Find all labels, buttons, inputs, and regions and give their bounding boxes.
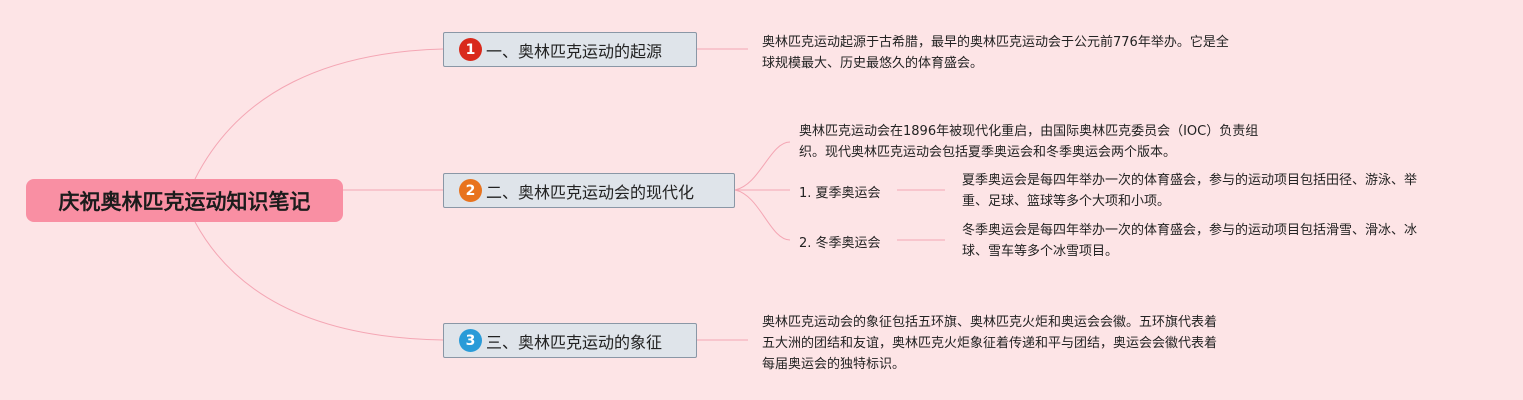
subtopic-winter-olympics[interactable]: 2. 冬季奥运会 xyxy=(799,236,881,251)
branch-2-note: 奥林匹克运动会在1896年被现代化重启，由国际奥林匹克委员会（IOC）负责组 织… xyxy=(799,121,1258,163)
winter-olympics-note-line: 球、雪车等多个冰雪项目。 xyxy=(962,244,1119,259)
branch-3-note-line: 每届奥运会的独特标识。 xyxy=(762,357,906,372)
branch-2-label: 二、奥林匹克运动会的现代化 xyxy=(486,182,695,202)
branch-1-note: 奥林匹克运动起源于古希腊，最早的奥林匹克运动会于公元前776年举办。它是全 球规… xyxy=(762,32,1229,74)
winter-olympics-note: 冬季奥运会是每四年举办一次的体育盛会，参与的运动项目包括滑雪、滑冰、冰 球、雪车… xyxy=(962,220,1417,262)
branch-3-label: 三、奥林匹克运动的象征 xyxy=(486,332,663,352)
summer-olympics-note-line: 重、足球、篮球等多个大项和小项。 xyxy=(962,194,1171,209)
branch-1-note-line: 球规模最大、历史最悠久的体育盛会。 xyxy=(762,56,984,71)
branch-2-topic[interactable]: 2 二、奥林匹克运动会的现代化 xyxy=(443,173,735,208)
winter-olympics-note-line: 冬季奥运会是每四年举办一次的体育盛会，参与的运动项目包括滑雪、滑冰、冰 xyxy=(962,223,1418,238)
branch-1-topic[interactable]: 1 一、奥林匹克运动的起源 xyxy=(443,32,697,67)
root-topic[interactable]: 庆祝奥林匹克运动知识笔记 xyxy=(26,179,343,222)
branch-1-note-line: 奥林匹克运动起源于古希腊，最早的奥林匹克运动会于公元前776年举办。它是全 xyxy=(762,35,1229,50)
link-branch-2-note xyxy=(734,141,791,191)
branch-3-note-line: 五大洲的团结和友谊，奥林匹克火炬象征着传递和平与团结，奥运会会徽代表着 xyxy=(762,336,1218,351)
link-root-branch-1 xyxy=(194,48,444,180)
branch-3-note: 奥林匹克运动会的象征包括五环旗、奥林匹克火炬和奥运会会徽。五环旗代表着 五大洲的… xyxy=(762,312,1217,375)
branch-3-number-badge: 3 xyxy=(459,329,482,352)
link-root-branch-3 xyxy=(194,221,444,341)
branch-2-note-line: 奥林匹克运动会在1896年被现代化重启，由国际奥林匹克委员会（IOC）负责组 xyxy=(799,124,1259,139)
branch-1-number-badge: 1 xyxy=(459,38,482,61)
branch-3-note-line: 奥林匹克运动会的象征包括五环旗、奥林匹克火炬和奥运会会徽。五环旗代表着 xyxy=(762,315,1218,330)
summer-olympics-note: 夏季奥运会是每四年举办一次的体育盛会，参与的运动项目包括田径、游泳、举 重、足球… xyxy=(962,170,1417,212)
root-title: 庆祝奥林匹克运动知识笔记 xyxy=(58,189,311,214)
branch-2-number-badge: 2 xyxy=(459,179,482,202)
subtopic-summer-olympics[interactable]: 1. 夏季奥运会 xyxy=(799,186,881,201)
link-branch-2-winter xyxy=(734,189,791,241)
summer-olympics-note-line: 夏季奥运会是每四年举办一次的体育盛会，参与的运动项目包括田径、游泳、举 xyxy=(962,173,1418,188)
branch-1-label: 一、奥林匹克运动的起源 xyxy=(486,41,663,61)
branch-3-topic[interactable]: 3 三、奥林匹克运动的象征 xyxy=(443,323,697,358)
branch-2-note-line: 织。现代奥林匹克运动会包括夏季奥运会和冬季奥运会两个版本。 xyxy=(799,145,1177,160)
